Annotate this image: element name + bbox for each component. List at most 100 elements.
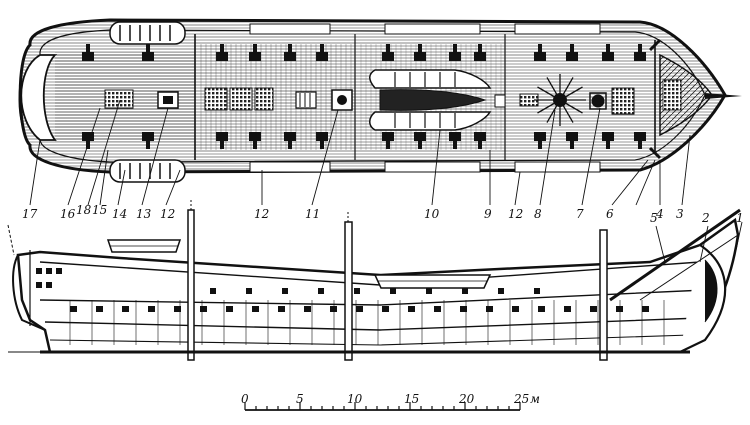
boat-on-skids-lower: [369, 111, 492, 131]
mizzenmast: [187, 209, 195, 361]
gun-carriage: [566, 44, 578, 61]
stern-windows: [36, 268, 62, 288]
gun-carriage: [634, 132, 646, 149]
gun-port: [534, 288, 540, 294]
callout-label: 5: [650, 211, 658, 225]
callout-label: 11: [305, 207, 320, 221]
gun-port: [462, 288, 468, 294]
gun-port: [642, 306, 649, 312]
gun-carriage: [449, 132, 461, 149]
gun-port: [96, 306, 103, 312]
gun-port: [426, 288, 432, 294]
gun-port: [148, 306, 155, 312]
gun-port: [616, 306, 623, 312]
frame-stations: [69, 300, 665, 345]
gun-port: [122, 306, 129, 312]
boat-on-skids-upper: [369, 69, 492, 89]
gun-carriage: [82, 44, 94, 61]
gun-port: [318, 288, 324, 294]
hatch-grating-3: [254, 87, 274, 111]
gun-port: [174, 306, 181, 312]
gun-carriage: [142, 44, 154, 61]
gun-carriage: [414, 132, 426, 149]
callout-label: 15: [92, 203, 107, 217]
callout-label: 14: [112, 207, 127, 221]
gun-port: [210, 288, 216, 294]
gun-port: [252, 306, 259, 312]
mainmast: [344, 221, 353, 361]
callout-label: 16: [60, 207, 76, 221]
gun-port: [460, 306, 467, 312]
callout-label: 3: [676, 207, 684, 221]
gun-carriage: [634, 44, 646, 61]
callout-label: 9: [484, 207, 492, 221]
boat-side-waist: [373, 274, 492, 289]
gun-carriage: [414, 44, 426, 61]
gun-port: [408, 306, 415, 312]
gun-carriages-top-row: [82, 44, 646, 61]
foremast-partner: [589, 92, 607, 110]
gun-port: [304, 306, 311, 312]
gun-carriage: [534, 132, 546, 149]
gun-carriage: [249, 44, 261, 61]
gun-carriage: [142, 132, 154, 149]
gun-port: [512, 306, 519, 312]
hatch-grating-2: [229, 87, 253, 111]
gun-port: [70, 306, 77, 312]
callout-label: 2: [701, 211, 710, 225]
gun-carriage: [449, 44, 461, 61]
gun-port: [356, 306, 363, 312]
stern-gallery: [20, 54, 58, 141]
callout-label: 12: [160, 207, 175, 221]
callout-label: 6: [606, 207, 614, 221]
callout-label: 1: [736, 211, 744, 225]
callout-label: 8: [534, 207, 542, 221]
scale-tick-label: 25: [513, 392, 529, 406]
gun-carriage: [382, 44, 394, 61]
scale-tick-label: 15: [404, 392, 419, 406]
callout-label: 12: [254, 207, 269, 221]
gun-carriage: [602, 44, 614, 61]
gun-port: [200, 306, 207, 312]
gun-carriage: [249, 132, 261, 149]
gun-carriage: [474, 132, 486, 149]
gun-port: [330, 306, 337, 312]
capstan: [534, 74, 586, 126]
boat-bottom-left: [109, 159, 186, 183]
boat-top-left: [109, 21, 186, 45]
gun-carriage: [602, 132, 614, 149]
foremast: [599, 229, 608, 361]
callout-label: 13: [136, 207, 152, 221]
gun-carriage: [474, 44, 486, 61]
gun-port: [486, 306, 493, 312]
callout-label: 10: [424, 207, 440, 221]
gun-port: [538, 306, 545, 312]
hatch-fore: [611, 87, 635, 115]
gun-carriages-bottom-row: [82, 132, 646, 149]
gun-port: [498, 288, 504, 294]
bowsprit-side: [609, 208, 741, 302]
gun-port: [434, 306, 441, 312]
skylight-grating-aft: [104, 89, 134, 109]
gun-carriage: [284, 44, 296, 61]
callout-label: 18: [76, 203, 92, 217]
scale-tick-label: 5: [296, 392, 304, 406]
callout-label: 7: [576, 207, 584, 221]
gun-port: [564, 306, 571, 312]
scale-tick-label: 10: [347, 392, 363, 406]
ladder-hatch: [295, 91, 317, 109]
gun-carriage: [566, 132, 578, 149]
gun-carriage: [534, 44, 546, 61]
scale-tick-label: 0: [241, 392, 249, 406]
gun-ports: [70, 288, 649, 312]
scale-bar: 0 5 10 15 20 25 м: [241, 392, 540, 411]
callout-label: 12: [508, 207, 523, 221]
scale-unit-label: м: [530, 392, 540, 406]
hatch-grating-1: [204, 87, 228, 111]
callout-labels: 1 2 3 4 5 6 7 8 9 10 11 12 12 12 13 14 1…: [22, 203, 744, 225]
gun-carriage: [284, 132, 296, 149]
callout-label: 17: [22, 207, 38, 221]
side-elevation-view: [7, 200, 743, 361]
gun-port: [390, 288, 396, 294]
